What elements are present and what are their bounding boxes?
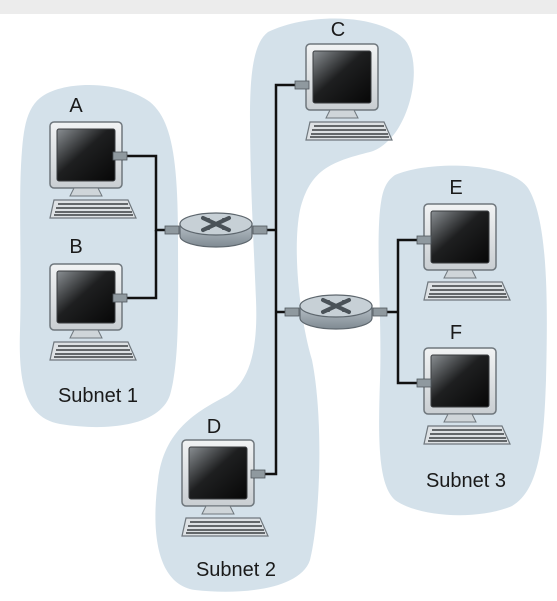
host-label-c: C <box>331 19 345 41</box>
wire-d-bus <box>262 312 278 476</box>
host-f: F <box>416 322 511 445</box>
host-label-d: D <box>207 416 221 438</box>
wire-b-router1 <box>124 230 158 300</box>
subnet-3-region <box>378 165 547 516</box>
wire-a-router1 <box>124 154 170 232</box>
host-b: B <box>49 236 137 361</box>
subnet-label-2: Subnet 2 <box>196 559 276 581</box>
wire-e-bus3 <box>396 238 421 385</box>
host-label-f: F <box>450 322 462 344</box>
top-bar <box>0 0 557 14</box>
host-label-e: E <box>449 177 462 199</box>
router-icon <box>178 211 254 249</box>
host-c: C <box>294 19 393 141</box>
subnet-label-3: Subnet 3 <box>426 470 506 492</box>
router-1 <box>164 211 268 249</box>
router-icon <box>298 293 374 331</box>
host-label-b: B <box>69 236 82 258</box>
subnet-label-1: Subnet 1 <box>58 385 138 407</box>
host-label-a: A <box>69 95 83 117</box>
host-e: E <box>416 177 511 301</box>
host-d: D <box>181 416 269 537</box>
host-a: A <box>49 95 137 219</box>
